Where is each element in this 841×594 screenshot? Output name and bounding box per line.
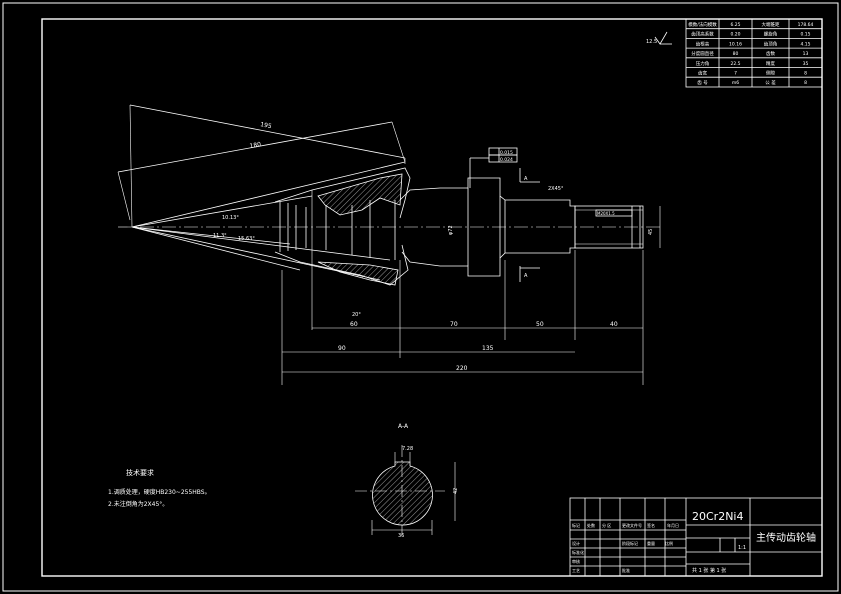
gear-table-cell: 0.20 <box>730 32 740 38</box>
angle-4: 20° <box>352 312 361 318</box>
gear-table-cell: 8 <box>804 71 807 77</box>
dim-s42: 42 <box>453 488 459 494</box>
tol-2: 0.024 <box>500 157 513 163</box>
gear-table-cell: 分度圆直径 <box>691 50 714 57</box>
title-block-label: 处数 <box>587 522 595 528</box>
dim-70: 70 <box>450 321 458 328</box>
gear-table-cell: 齿数 <box>766 50 775 57</box>
tol-1: 0.015 <box>500 150 513 156</box>
part-name-label: 主传动齿轮轴 <box>756 531 816 544</box>
shaft-main-view: 195 180 10.13° 11.3° 15.63° 20° <box>117 104 661 385</box>
title-block-label: 标记 <box>572 522 580 528</box>
tech-req-item-1: 1.调质处理，硬度HB230~255HBS。 <box>108 488 211 496</box>
thread-label: M20X1.5 <box>597 211 615 216</box>
dim-50: 50 <box>536 321 544 328</box>
gear-parameter-table: 模数/法向模数 6.25 大端锥距 178.64 齿顶高系数 0.20 螺旋角 0.15 齿根高… <box>685 18 823 88</box>
title-block-label: 年月日 <box>667 522 679 528</box>
sheet-label: 共 1 张 第 1 张 <box>692 567 726 574</box>
title-block-label: 审核 <box>572 558 580 564</box>
dim-60: 60 <box>350 321 358 328</box>
dim-90: 90 <box>338 345 346 352</box>
dim-40: 40 <box>610 321 618 328</box>
dim-195: 195 <box>260 121 273 130</box>
title-block-label: 设计 <box>572 540 580 546</box>
title-block-label: 签名 <box>647 522 655 528</box>
tech-req-item-2: 2.未注倒角为2X45°。 <box>108 500 168 508</box>
gear-table-cell: 13 <box>803 51 809 57</box>
gear-table-cell: 7 <box>734 71 737 77</box>
section-title: A-A <box>398 423 409 430</box>
gear-table-cell: 压力角 <box>696 60 710 67</box>
gear-table-cell: 大端锥距 <box>762 21 780 28</box>
surface-finish-symbol: 12.5 <box>646 31 672 45</box>
dim-key: 7.28 <box>402 446 413 452</box>
gear-table-cell: 侧隙 <box>766 70 775 77</box>
title-block-label: 更改文件号 <box>622 522 642 528</box>
gear-table-cell: 0.15 <box>800 32 810 38</box>
gear-table-cell: 模数/法向模数 <box>688 21 717 28</box>
dia-label: φ72 <box>448 225 454 235</box>
section-marker-top: A <box>524 176 528 182</box>
title-block-label: 分 区 <box>602 522 611 528</box>
gear-table-cell: 178.64 <box>798 22 814 28</box>
title-block-label: 工艺 <box>572 568 580 573</box>
title-block-label: 标准化 <box>572 549 584 555</box>
gear-table-cell: 6.25 <box>730 22 740 28</box>
chamfer-label: 2X45° <box>548 186 564 192</box>
angle-1: 10.13° <box>222 215 239 221</box>
gear-table-cell: 齿顶高系数 <box>691 31 714 38</box>
dim-180: 180 <box>249 141 262 150</box>
gear-table-cell: 齿宽 <box>698 70 707 77</box>
gear-table-cell: m6 <box>732 80 739 86</box>
gear-table-cell: 10.16 <box>729 41 742 47</box>
gear-table-cell: 公 差 <box>765 79 776 86</box>
angle-2: 11.3° <box>213 233 227 239</box>
title-block-label: 重量 <box>647 540 655 546</box>
scale-label: 1:1 <box>738 545 746 551</box>
gear-table-cell: 齿 号 <box>697 80 708 86</box>
title-block-labels: 标记 处数 分 区 更改文件号签名 年月日设计标准化 阶段标记 重量 比例审核工艺 批准 <box>572 522 679 573</box>
gear-table-cell: 齿根高 <box>696 40 710 47</box>
gear-table-cell: 22.5 <box>730 61 740 67</box>
gear-table-cell: 螺旋角 <box>764 31 778 38</box>
section-a-a-view: A-A 7.28 36 42 <box>355 423 459 539</box>
surface-finish-value: 12.5 <box>646 39 657 45</box>
angle-3: 15.63° <box>238 236 255 242</box>
dim-s36: 36 <box>398 533 404 539</box>
title-block-label: 阶段标记 <box>622 540 638 546</box>
technical-requirements: 技术要求 1.调质处理，硬度HB230~255HBS。 2.未注倒角为2X45°… <box>108 468 211 508</box>
dim-135: 135 <box>482 345 494 352</box>
dim-220: 220 <box>456 365 468 372</box>
tech-req-title: 技术要求 <box>126 468 154 477</box>
title-block-label: 批准 <box>622 567 630 573</box>
material-label: 20Cr2Ni4 <box>692 510 743 523</box>
title-block <box>569 497 823 577</box>
dim-45-vertical: 45 <box>648 229 654 235</box>
section-marker-bottom: A <box>524 273 528 279</box>
gear-table-cell: 4.15 <box>800 41 810 47</box>
title-block-label: 比例 <box>665 540 673 546</box>
gear-table-cell: 8 <box>804 80 807 86</box>
gear-table-cell: 35 <box>803 61 809 67</box>
gear-table-cell: 精度 <box>766 60 775 67</box>
gear-table-cell: 80 <box>733 51 739 57</box>
gear-table-cell: 齿顶角 <box>764 40 778 47</box>
